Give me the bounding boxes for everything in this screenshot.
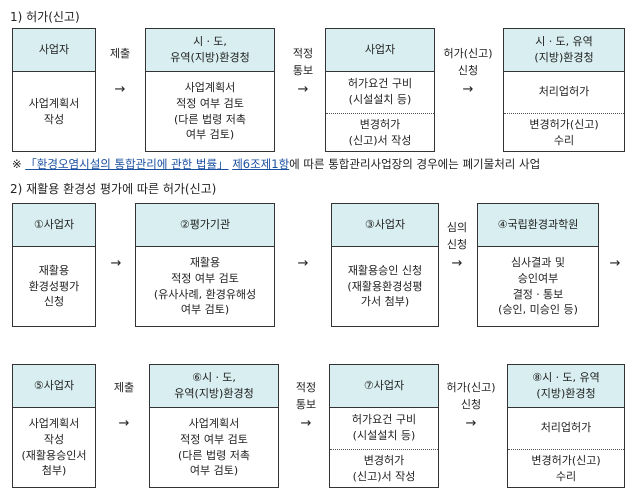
box-body-bottom: 변경허가 (신고)서 작성 (326, 113, 434, 151)
box-body-top: 허가요건 구비 (시설설치 등) (351, 413, 417, 442)
section2-heading: 2) 재활용 환경성 평가에 따른 허가(신고) (10, 182, 217, 196)
arrow-right-icon: → (297, 256, 309, 271)
box-title: ⑦사업자 (330, 365, 438, 408)
s2-step5-box: ⑤사업자 사업계획서 작성 (재활용승인서 첨부) (12, 364, 96, 488)
box-title: 시ㆍ도, 유역 (지방)환경청 (504, 29, 624, 72)
arrow-right-icon: → (114, 82, 126, 97)
article-link[interactable]: 제6조제1항 (232, 157, 290, 171)
box-body: 재활용 환경성평가 신청 (28, 263, 80, 309)
arrow-right-icon: → (451, 256, 463, 271)
s1-applicant-box: 사업자 사업계획서 작성 (12, 28, 96, 152)
arrow-right-icon: → (110, 256, 122, 271)
box-body-top: 처리업허가 (540, 421, 592, 435)
box-body-bottom: 변경허가 (신고)서 작성 (330, 449, 438, 487)
box-title: ⑤사업자 (13, 365, 95, 408)
arrow-right-icon: → (297, 82, 309, 97)
arrow-right-icon: → (609, 256, 621, 271)
note-suffix: 에 따른 통합관리사업장의 경우에는 폐기물처리 사업 (289, 157, 541, 171)
s1-province-box: 시ㆍ도, 유역(지방)환경청 사업계획서 적정 여부 검토 (다른 법령 저촉 … (145, 28, 275, 152)
connector-label: 허가(신고) 신청 (446, 381, 496, 411)
box-title: ③사업자 (332, 204, 438, 247)
box-body: 사업계획서 적정 여부 검토 (다른 법령 저촉 여부 검토) (177, 416, 250, 478)
box-body-top: 허가요건 구비 (시설설치 등) (347, 77, 413, 106)
box-title: ①사업자 (13, 204, 95, 247)
box-title: ⑥시ㆍ도, 유역(지방)환경청 (150, 365, 278, 408)
s1-applicant2-box: 사업자 허가요건 구비 (시설설치 등) 변경허가 (신고)서 작성 (325, 28, 435, 152)
s2-step4-box: ④국립환경과학원 심사결과 및 승인여부 결정ㆍ통보 (승인, 미승인 등) (477, 203, 599, 327)
box-body: 재활용 적정 여부 검토 (유사사례, 환경유해성 여부 검토) (153, 255, 257, 317)
connector-label: 적정 통보 (295, 381, 317, 411)
box-body-top: 처리업허가 (538, 85, 590, 99)
connector-label: 적정 통보 (292, 47, 314, 77)
box-title: ⑧시ㆍ도, 유역 (지방)환경청 (508, 365, 624, 408)
s1-province2-box: 시ㆍ도, 유역 (지방)환경청 처리업허가 변경허가(신고) 수리 (503, 28, 625, 152)
s2-step3-box: ③사업자 재활용승인 신청 (재활용환경성평 가서 첨부) (331, 203, 439, 327)
box-body: 사업계획서 작성 (재활용승인서 첨부) (21, 416, 87, 478)
box-title: ④국립환경과학원 (478, 204, 598, 247)
arrow-right-icon: → (118, 416, 130, 431)
box-body: 사업계획서 작성 (28, 96, 80, 126)
box-title: 사업자 (326, 29, 434, 72)
section1-heading: 1) 허가(신고) (10, 10, 80, 24)
legal-note: ※ 「환경오염시설의 통합관리에 관한 법률」 제6조제1항에 따른 통합관리사… (12, 156, 540, 172)
arrow-right-icon: → (465, 416, 477, 431)
arrow-right-icon: → (462, 82, 474, 97)
box-title: 사업자 (13, 29, 95, 72)
box-body: 재활용승인 신청 (재활용환경성평 가서 첨부) (347, 263, 423, 309)
connector-label: 제출 (109, 47, 131, 60)
connector-label: 심의 신청 (446, 221, 468, 251)
box-body: 심사결과 및 승인여부 결정ㆍ통보 (승인, 미승인 등) (498, 255, 578, 317)
s2-step6-box: ⑥시ㆍ도, 유역(지방)환경청 사업계획서 적정 여부 검토 (다른 법령 저촉… (149, 364, 279, 488)
law-link[interactable]: 「환경오염시설의 통합관리에 관한 법률」 (25, 157, 229, 171)
s2-step8-box: ⑧시ㆍ도, 유역 (지방)환경청 처리업허가 변경허가(신고) 수리 (507, 364, 625, 488)
note-prefix: ※ (12, 157, 26, 171)
arrow-right-icon: → (300, 416, 312, 431)
box-title: 시ㆍ도, 유역(지방)환경청 (146, 29, 274, 72)
s2-step7-box: ⑦사업자 허가요건 구비 (시설설치 등) 변경허가 (신고)서 작성 (329, 364, 439, 488)
box-title: ②평가기관 (136, 204, 274, 247)
s2-step2-box: ②평가기관 재활용 적정 여부 검토 (유사사례, 환경유해성 여부 검토) (135, 203, 275, 327)
connector-label: 제출 (113, 381, 135, 394)
box-body-bottom: 변경허가(신고) 수리 (504, 113, 624, 151)
box-body: 사업계획서 적정 여부 검토 (다른 법령 저촉 여부 검토) (173, 80, 246, 142)
box-body-bottom: 변경허가(신고) 수리 (508, 449, 624, 487)
connector-label: 허가(신고) 신청 (443, 47, 493, 77)
s2-step1-box: ①사업자 재활용 환경성평가 신청 (12, 203, 96, 327)
